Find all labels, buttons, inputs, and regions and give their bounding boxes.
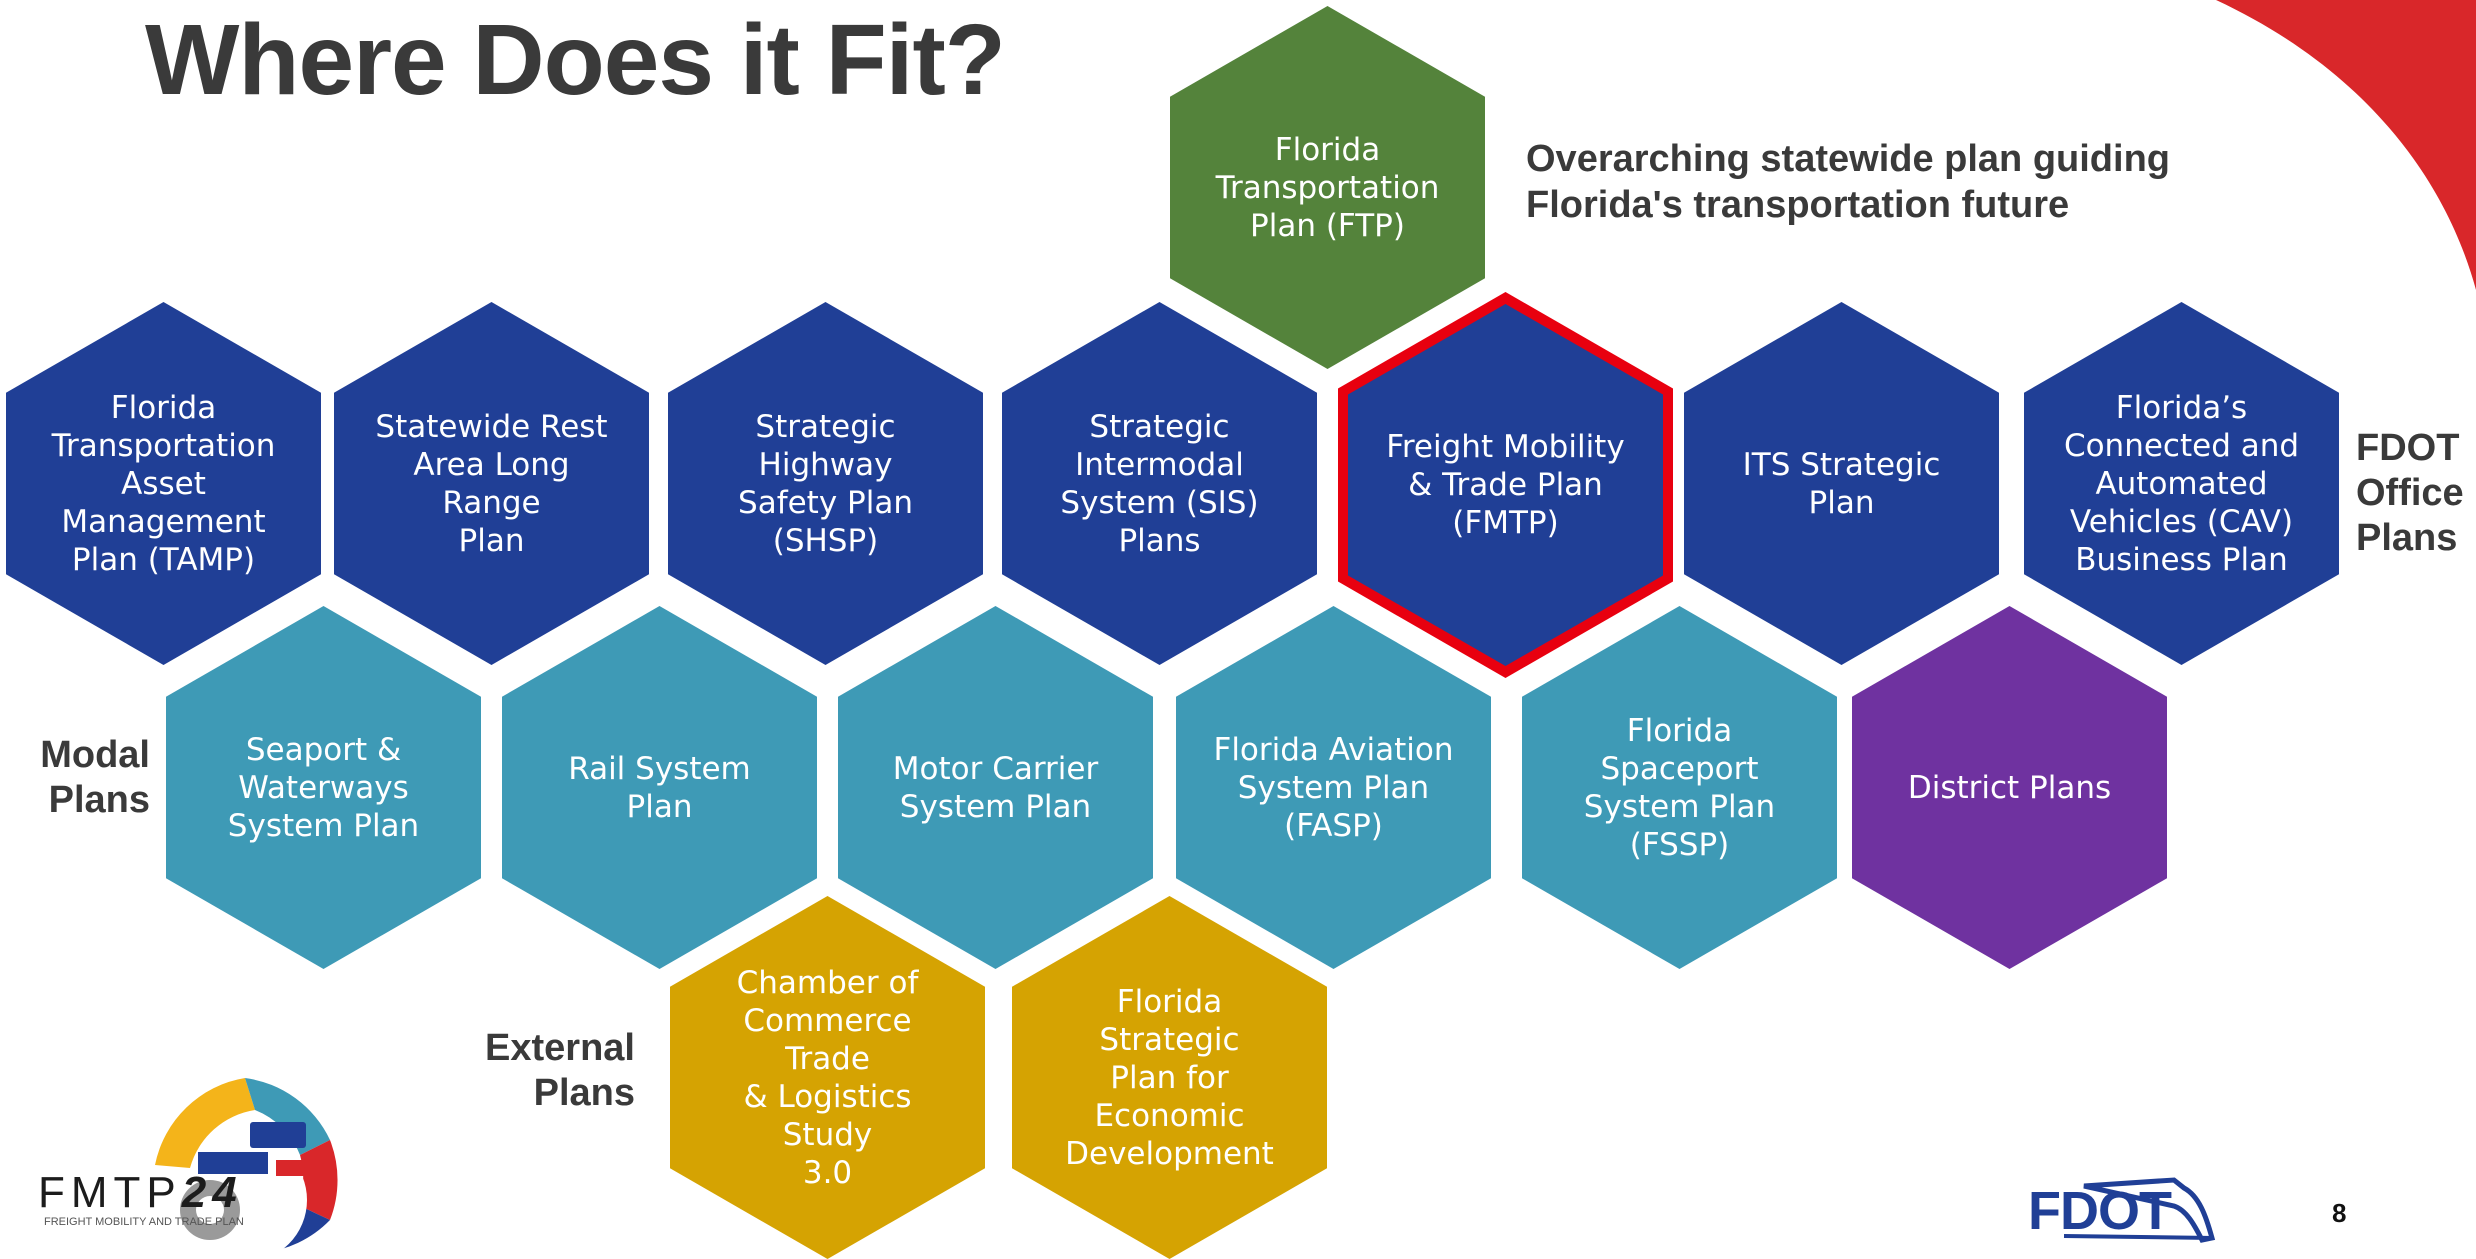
hex-tamp: Florida Transportation Asset Management … — [6, 302, 321, 665]
hex-spaceport-label: Florida Spaceport System Plan (FSSP) — [1583, 712, 1776, 863]
hex-its: ITS Strategic Plan — [1684, 302, 1999, 665]
hex-economic-dev-label: Florida Strategic Plan for Economic Deve… — [1065, 983, 1274, 1172]
hex-cav-label: Florida’s Connected and Automated Vehicl… — [2063, 389, 2300, 578]
hex-motor-carrier: Motor Carrier System Plan — [838, 606, 1153, 969]
page-number: 8 — [2332, 1198, 2347, 1228]
fmtp24-wordmark-main: FMTP — [38, 1168, 182, 1217]
hex-seaport-label: Seaport & Waterways System Plan — [227, 731, 420, 844]
fmtp24-tagline: FREIGHT MOBILITY AND TRADE PLAN — [44, 1216, 244, 1228]
hex-chamber-label: Chamber of Commerce Trade & Logistics St… — [736, 964, 919, 1191]
page-title: Where Does it Fit? — [145, 4, 1006, 116]
hex-economic-dev: Florida Strategic Plan for Economic Deve… — [1012, 896, 1327, 1259]
hex-sis-label: Strategic Intermodal System (SIS) Plans — [1060, 408, 1259, 559]
hex-district: District Plans — [1852, 606, 2167, 969]
external-plans-category: External Plans — [485, 1027, 635, 1114]
fmtp24-wordmark-num: 24 — [181, 1168, 243, 1217]
hex-fmtp-label: Freight Mobility & Trade Plan (FMTP) — [1386, 429, 1625, 541]
hex-rest-area: Statewide Rest Area Long Range Plan — [334, 302, 649, 665]
corner-swoosh — [2216, 0, 2476, 300]
fmtp24-logo: FMTP24 FREIGHT MOBILITY AND TRADE PLAN — [30, 1070, 350, 1253]
hex-shsp-label: Strategic Highway Safety Plan (SHSP) — [738, 408, 913, 559]
hex-motor-carrier-label: Motor Carrier System Plan — [892, 750, 1099, 825]
hex-seaport: Seaport & Waterways System Plan — [166, 606, 481, 969]
ftp-label: Florida Transportation Plan (FTP) — [1215, 131, 1440, 244]
hex-cav: Florida’s Connected and Automated Vehicl… — [2024, 302, 2339, 665]
hex-rest-area-label: Statewide Rest Area Long Range Plan — [375, 408, 608, 559]
hex-spaceport: Florida Spaceport System Plan (FSSP) — [1522, 606, 1837, 969]
fmtp24-logo-graphic — [155, 1078, 338, 1253]
hex-district-label: District Plans — [1907, 769, 2112, 806]
hex-chamber: Chamber of Commerce Trade & Logistics St… — [670, 896, 985, 1259]
office-plans-category: FDOT Office Plans — [2356, 427, 2464, 559]
hex-aviation: Florida Aviation System Plan (FASP) — [1176, 606, 1491, 969]
fdot-logo: FDOT — [2024, 1166, 2224, 1246]
hex-its-label: ITS Strategic Plan — [1742, 446, 1941, 521]
ftp-description: Overarching statewide plan guiding Flori… — [1526, 138, 2170, 226]
hex-shsp: Strategic Highway Safety Plan (SHSP) — [668, 302, 983, 665]
hex-rail: Rail System Plan — [502, 606, 817, 969]
hex-tamp-label: Florida Transportation Asset Management … — [51, 389, 276, 578]
modal-plans-category: Modal Plans — [40, 734, 150, 821]
hex-rail-label: Rail System Plan — [568, 750, 751, 825]
fdot-logo-text: FDOT — [2028, 1181, 2172, 1241]
ftp-hexagon: Florida Transportation Plan (FTP) — [1170, 6, 1485, 369]
fmtp24-wordmark: FMTP24 — [38, 1168, 243, 1218]
hex-aviation-label: Florida Aviation System Plan (FASP) — [1213, 731, 1454, 844]
florida-outline-icon — [2063, 1177, 2216, 1243]
hex-sis: Strategic Intermodal System (SIS) Plans — [1002, 302, 1317, 665]
